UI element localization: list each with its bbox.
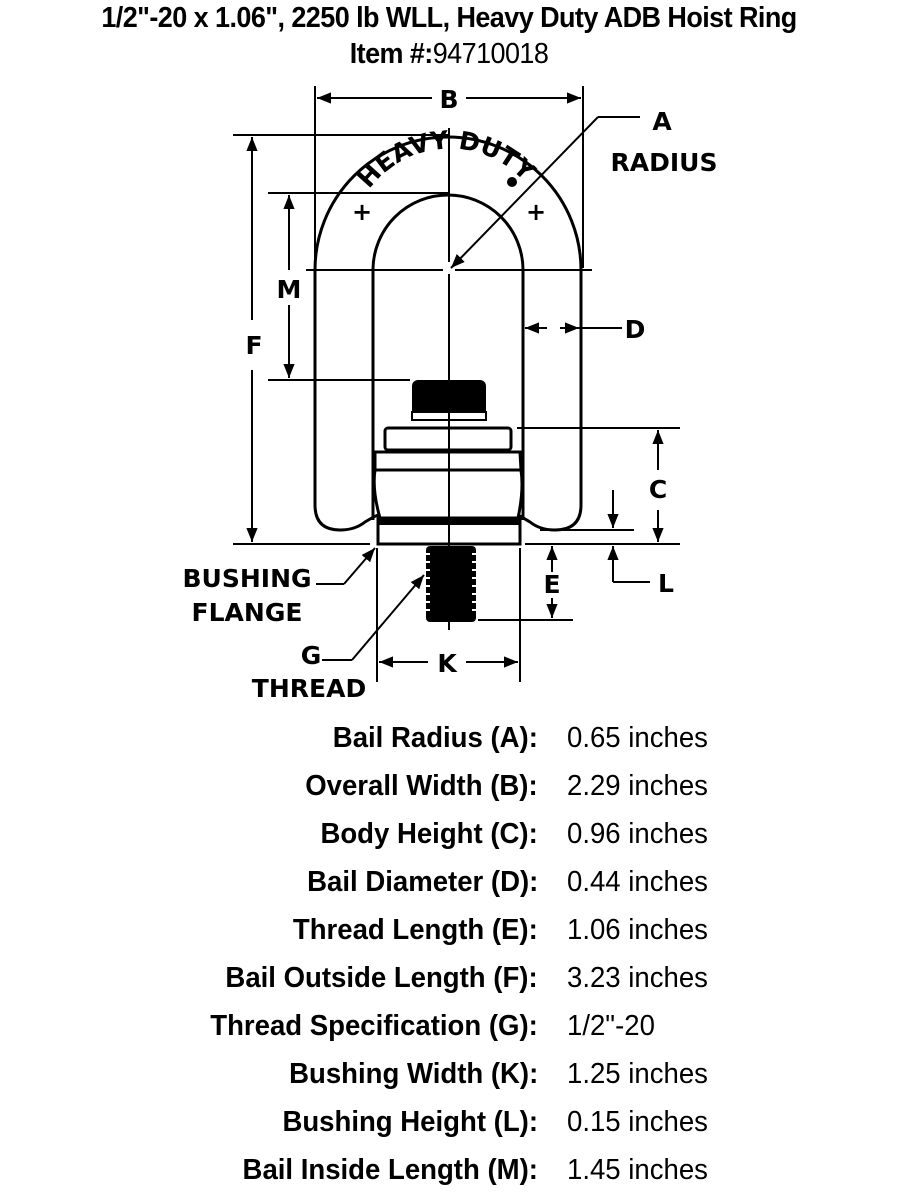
label-m: M: [277, 275, 302, 304]
spec-value: 1.45 inches: [567, 1154, 708, 1186]
spec-name: Overall Width (B):: [305, 770, 538, 802]
spec-name: Bushing Height (L):: [282, 1106, 538, 1138]
label-b: B: [439, 85, 458, 114]
spec-value: 0.15 inches: [567, 1106, 708, 1138]
label-l: L: [658, 569, 674, 598]
spec-name: Bail Inside Length (M):: [242, 1154, 538, 1186]
label-a: A: [652, 107, 672, 136]
spec-row: Bail Outside Length (F): 3.23 inches: [0, 954, 898, 1002]
item-number-value: 94710018: [432, 38, 549, 70]
spec-name: Bail Diameter (D):: [306, 866, 538, 898]
spec-row: Body Height (C): 0.96 inches: [0, 810, 898, 858]
spec-row: Bail Inside Length (M): 1.45 inches: [0, 1146, 898, 1194]
spec-row: Overall Width (B): 2.29 inches: [0, 762, 898, 810]
spec-name: Bushing Width (K):: [288, 1058, 538, 1090]
spec-row: Thread Specification (G): 1/2"-20: [0, 1002, 898, 1050]
spec-row: Bushing Width (K): 1.25 inches: [0, 1050, 898, 1098]
spec-name: Thread Length (E):: [293, 914, 538, 946]
svg-text:+: +: [352, 198, 372, 226]
label-c: C: [649, 475, 667, 504]
label-bushing: BUSHING: [182, 564, 311, 593]
spec-value: 0.96 inches: [567, 818, 708, 850]
spec-row: Thread Length (E): 1.06 inches: [0, 906, 898, 954]
label-a-radius: RADIUS: [611, 148, 718, 177]
spec-row: Bushing Height (L): 0.15 inches: [0, 1098, 898, 1146]
spec-value: 1/2"-20: [567, 1010, 655, 1042]
product-title: 1/2"-20 x 1.06", 2250 lb WLL, Heavy Duty…: [101, 2, 797, 34]
bail-outer: [313, 135, 583, 532]
label-d: D: [625, 315, 646, 344]
spec-value: 2.29 inches: [567, 770, 708, 802]
label-k: K: [437, 649, 458, 678]
spec-value: 0.65 inches: [567, 722, 708, 754]
label-e: E: [543, 570, 560, 599]
spec-name: Body Height (C):: [320, 818, 538, 850]
item-number-line: Item #:94710018: [31, 36, 866, 72]
spec-name: Bail Radius (A):: [332, 722, 538, 754]
spec-row: Bail Diameter (D): 0.44 inches: [0, 858, 898, 906]
item-number-label: Item #:: [349, 38, 434, 70]
label-g: G: [301, 641, 322, 670]
spec-name: Bail Outside Length (F):: [225, 962, 538, 994]
spec-row: Bail Radius (A): 0.65 inches: [0, 714, 898, 762]
spec-value: 1.25 inches: [567, 1058, 708, 1090]
spec-name: Thread Specification (G):: [210, 1010, 538, 1042]
label-f: F: [245, 331, 262, 360]
hoist-ring-diagram: HEAVY DUTY + +: [0, 70, 898, 710]
label-flange: FLANGE: [192, 598, 303, 627]
spec-value: 3.23 inches: [567, 962, 708, 994]
spec-value: 1.06 inches: [567, 914, 708, 946]
label-thread: THREAD: [252, 674, 366, 703]
spec-value: 0.44 inches: [567, 866, 708, 898]
svg-text:+: +: [526, 198, 546, 226]
